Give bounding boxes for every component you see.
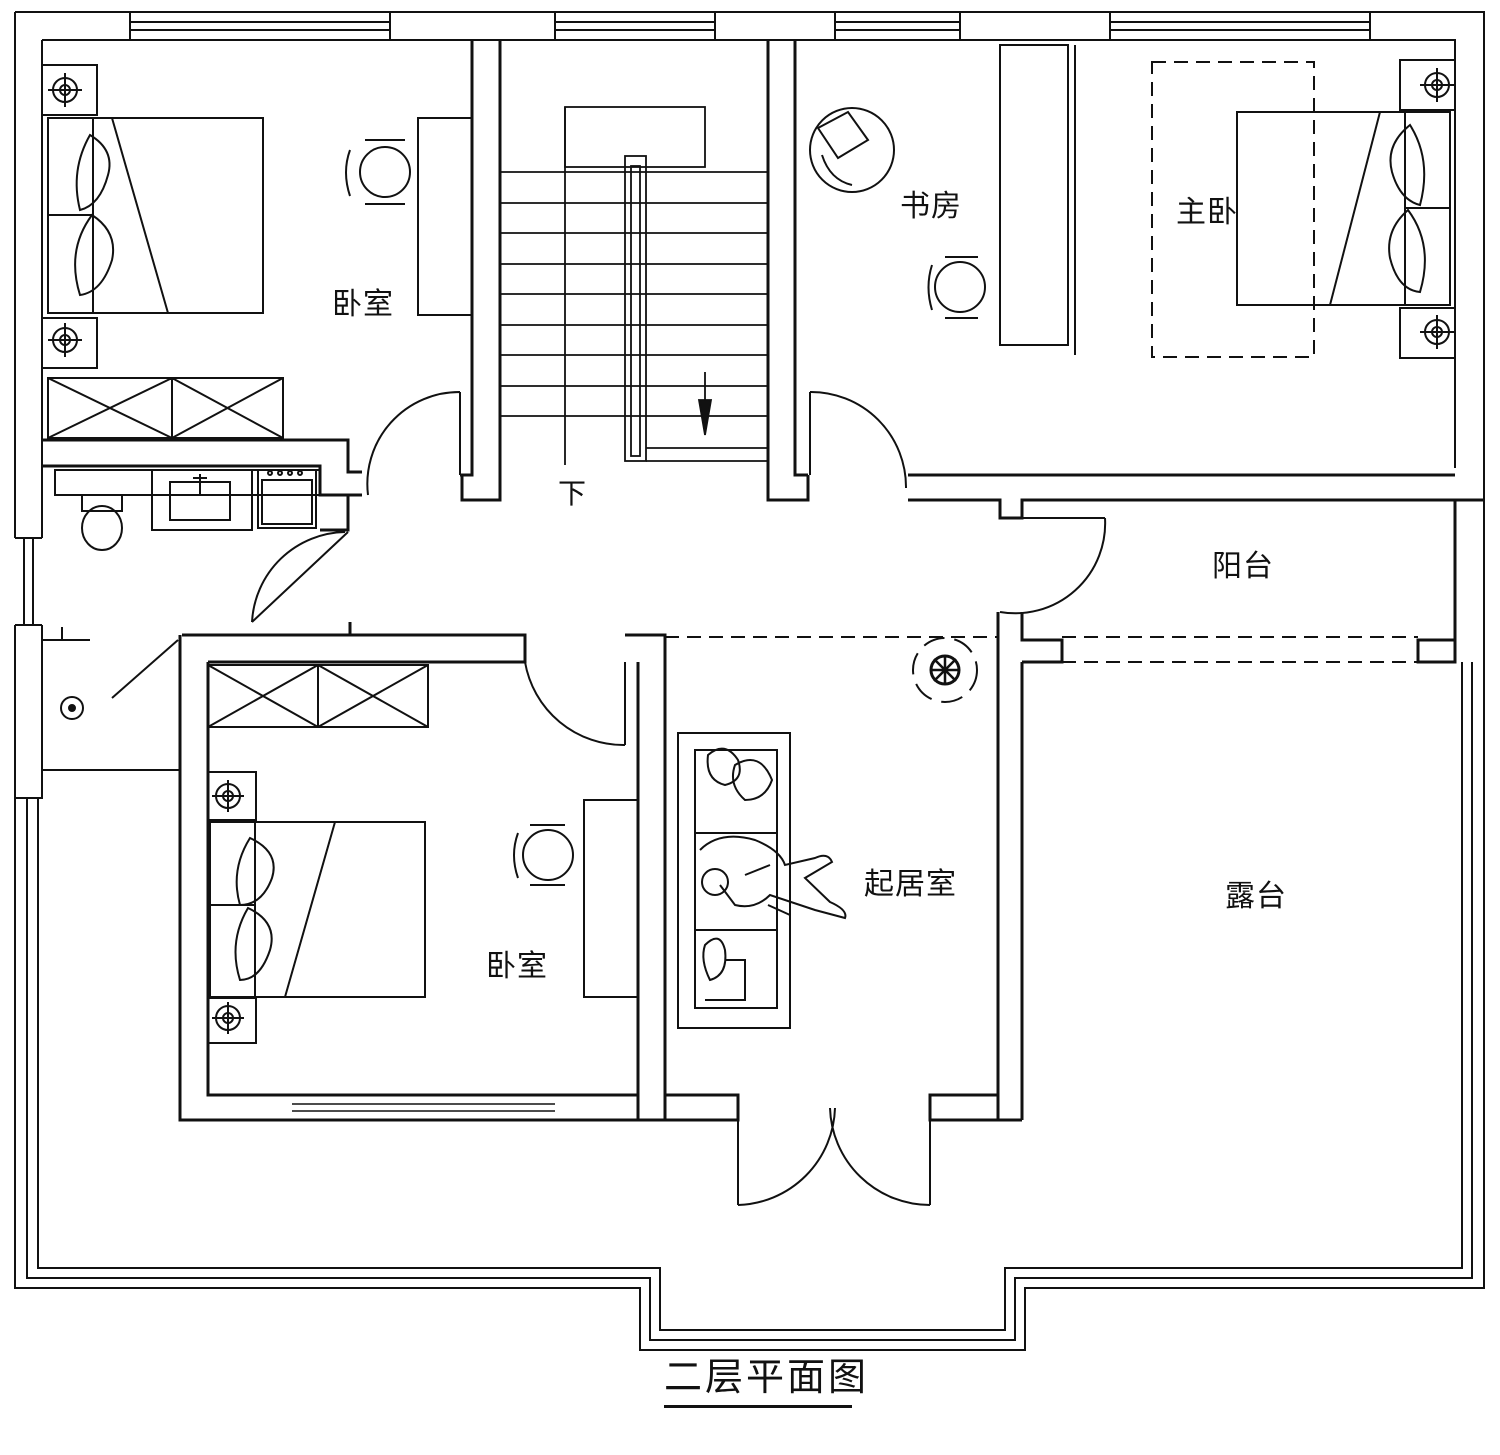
nightstand-lamp-master-top [1399, 59, 1456, 111]
dashed-outlines [665, 61, 1418, 663]
desk-chair-sw [513, 799, 639, 998]
nightstand-lamp-nw-bottom [41, 317, 98, 369]
room-label-balcony: 阳台 [1212, 549, 1274, 584]
room-label-study: 书房 [900, 189, 962, 224]
staircase [500, 106, 768, 465]
desk-chair-nw [345, 117, 473, 316]
room-label-master-bedroom: 主卧 [1176, 195, 1238, 230]
bed-sw [209, 821, 426, 998]
sofa-family [677, 732, 791, 1029]
room-label-bedroom-nw: 卧室 [332, 287, 394, 322]
nightstand-lamp-sw-bottom [207, 997, 257, 1044]
room-label-family-room: 起居室 [864, 867, 957, 902]
stair-direction-label: 下 [558, 477, 588, 510]
study-furniture [809, 44, 1076, 355]
plant-icon [912, 637, 978, 703]
wardrobe-sw [207, 664, 429, 728]
bathroom-fixtures [42, 469, 321, 720]
room-label-terrace: 露台 [1225, 879, 1287, 914]
terrace-parapet [14, 662, 1485, 1351]
bed-master [1236, 111, 1451, 306]
title-underline [664, 1405, 852, 1408]
nightstand-lamp-sw-top [207, 771, 257, 821]
room-label-bedroom-sw: 卧室 [486, 949, 548, 984]
door-swings [111, 390, 1107, 1206]
bed-nw [47, 117, 264, 314]
exterior-walls [14, 11, 1485, 798]
wardrobe-nw [47, 377, 284, 439]
seated-person-icon [699, 835, 847, 920]
nightstand-lamp-master-bottom [1399, 307, 1456, 359]
nightstand-lamp-nw-top [41, 64, 98, 116]
drawing-title: 二层平面图 [664, 1355, 870, 1399]
